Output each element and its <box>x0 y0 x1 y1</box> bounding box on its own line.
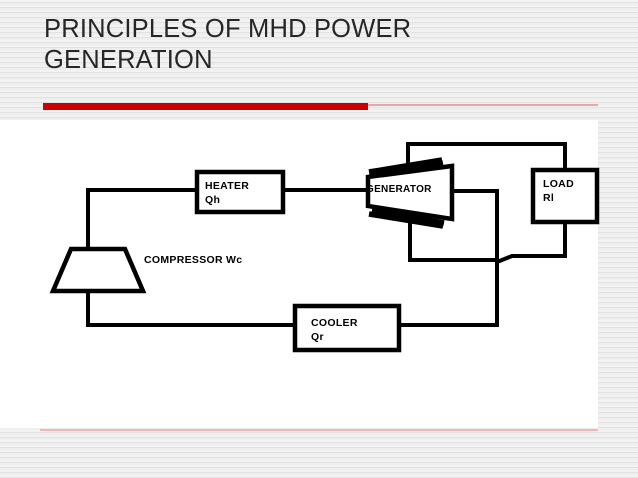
compressor-label: COMPRESSOR Wc <box>144 254 243 266</box>
content-bottom-divider <box>40 429 598 431</box>
generator-label: GENERATOR <box>366 184 432 195</box>
cooler-label: COOLER Qr <box>311 317 358 343</box>
load-label: LOAD Rl <box>543 178 574 204</box>
title-divider-accent <box>43 103 368 110</box>
content-panel <box>0 120 598 428</box>
heater-label: HEATER Qh <box>205 180 250 206</box>
page-title: PRINCIPLES OF MHD POWER GENERATION <box>44 15 412 74</box>
